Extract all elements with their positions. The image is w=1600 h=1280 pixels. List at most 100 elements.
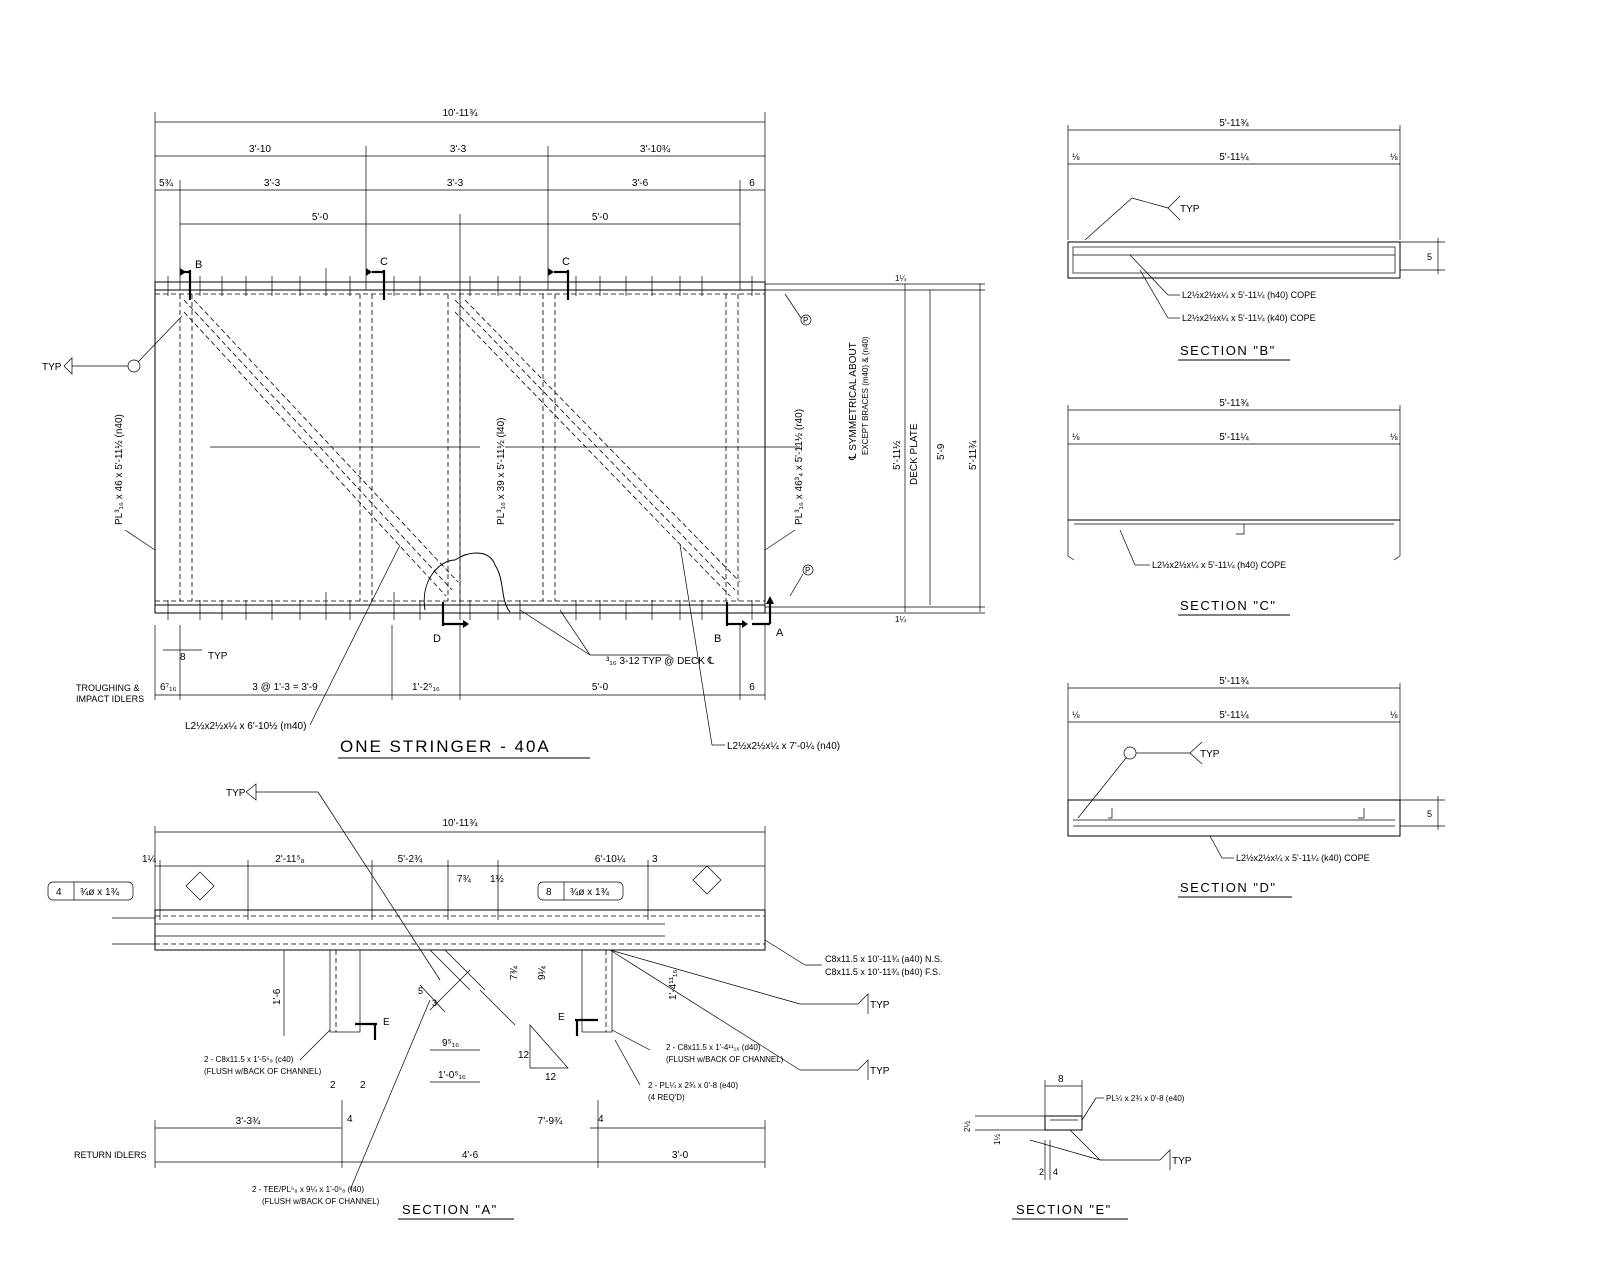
- sa-dim-overall: 10'-11¾: [442, 818, 478, 829]
- sc-dim-r: ⅛: [1390, 432, 1398, 442]
- sa-dim-2115: 2'-11⁵₈: [275, 854, 304, 865]
- sd-title: SECTION "D": [1180, 880, 1277, 895]
- dim-6b: 6: [749, 682, 755, 693]
- sa-title: SECTION "A": [402, 1202, 498, 1217]
- sa-dim-7934: 7'-9¾: [538, 1116, 563, 1127]
- sa-note-plate-e: 2 - PL¼ x 2¾ x 0'-8 (e40): [648, 1081, 738, 1090]
- break-line: [423, 552, 511, 613]
- sa-bolt-right-size: ¾ø x 1¾: [570, 887, 610, 898]
- sa-dim-46: 4'-6: [462, 1150, 479, 1161]
- sa-dim-5: 5: [418, 986, 423, 996]
- cut-b-bottom: B: [714, 633, 721, 645]
- cut-b-top: B: [195, 259, 202, 271]
- sc-note: L2½x2½x¼ x 5'-11¼ (h40) COPE: [1152, 560, 1286, 570]
- sb-title: SECTION "B": [1180, 343, 1276, 358]
- sb-dim-r: ⅛: [1390, 152, 1398, 162]
- deck-plate-label: DECK PLATE: [909, 423, 920, 485]
- sc-dim-inner: 5'-11¼: [1219, 431, 1249, 443]
- se-dim-112: 1½: [993, 1134, 1002, 1145]
- impact-label: IMPACT IDLERS: [76, 694, 144, 704]
- sc-dim-l: ⅛: [1072, 432, 1080, 442]
- dim-36: 3'-6: [632, 178, 649, 189]
- section-cuts: B C C D B A: [180, 256, 784, 645]
- sa-dim-12b: 12: [545, 1072, 557, 1083]
- sc-title: SECTION "C": [1180, 598, 1277, 613]
- dim-33a: 3'-3: [450, 144, 467, 155]
- angle-right-note: L2½x2½x¼ x 7'-0¼ (n40): [727, 740, 840, 752]
- sa-note-tee2: (FLUSH w/BACK OF CHANNEL): [262, 1197, 380, 1206]
- se-dim-212: 2½: [963, 1121, 972, 1132]
- sa-dim-2b: 2: [360, 1080, 366, 1091]
- dim-5115: 5'-11½: [892, 440, 903, 470]
- sb-dim-overall: 5'-11¾: [1219, 118, 1249, 129]
- plate-right-label: PL³₁₆ x 46³₄ x 5'-11½ (r40): [794, 409, 805, 525]
- section-b: 5'-11¾ 5'-11¼ ⅛ ⅛ 5 TYP L2½x2½x¼ x 5'-11…: [1067, 118, 1445, 361]
- main-title: ONE STRINGER - 40A: [340, 737, 551, 756]
- sa-dim-10516: 1'-0⁵₁₆: [438, 1070, 466, 1081]
- sa-note-left-ch: 2 - C8x11.5 x 1'-5⁵₈ (c40): [204, 1055, 294, 1064]
- dim-6716: 6⁷₁₆: [160, 682, 177, 693]
- dim-114b: 1¼: [895, 615, 906, 624]
- sa-hole-diamond-right: [692, 865, 722, 895]
- angle-left-note: L2½x2½x¼ x 6'-10½ (m40): [185, 720, 306, 732]
- dim-8: 8: [180, 652, 186, 663]
- sd-dim-l: ⅛: [1072, 710, 1080, 720]
- section-d: 5'-11¾ 5'-11¼ ⅛ ⅛ 5 TYP L2½x2½x¼ x 5'-11…: [1067, 676, 1445, 898]
- se-title: SECTION "E": [1016, 1202, 1112, 1217]
- sa-e-mark-right: E: [558, 1012, 565, 1023]
- dim-534: 5¾: [159, 178, 174, 189]
- typ-left: TYP: [42, 362, 62, 373]
- sa-bolt-left-size: ¾ø x 1¾: [80, 887, 120, 898]
- p-mark-top: P: [803, 316, 808, 325]
- sb-typ: TYP: [1180, 204, 1200, 215]
- sa-dim-9516: 9⁵₁₆: [442, 1038, 459, 1049]
- sa-hole-diamond-left: [185, 871, 215, 901]
- sd-typ: TYP: [1200, 749, 1220, 760]
- section-e: 8 PL¼ x 2¾ x 0'-8 (e40) TYP 2 4 2½ 1½ SE…: [963, 1074, 1192, 1220]
- se-note: PL¼ x 2¾ x 0'-8 (e40): [1106, 1094, 1185, 1103]
- main-view: 10'-11¾ 3'-10 3'-3 3'-10¾ 5¾ 3'-3 3'-3 3…: [42, 108, 985, 759]
- dim-50c: 5'-0: [592, 682, 609, 693]
- sa-bolt-right-qty: 8: [546, 887, 552, 898]
- sa-note-right-ch: 2 - C8x11.5 x 1'-4¹¹₁₆ (d40): [666, 1043, 761, 1052]
- cut-c2: C: [562, 256, 570, 268]
- sd-dim-5: 5: [1427, 809, 1432, 819]
- sa-typ-right1: TYP: [870, 1000, 890, 1011]
- sa-dim-114: 1¼: [142, 853, 157, 865]
- sa-dim-12a: 12: [518, 1050, 530, 1061]
- sa-dim-6101: 6'-10¼: [595, 853, 626, 865]
- sa-dim-734a: 7¾: [457, 874, 472, 885]
- sa-note-channel2: C8x11.5 x 10'-11¾ (b40) F.S.: [825, 967, 940, 977]
- hole-ticks: [167, 268, 753, 620]
- sa-typ-right2: TYP: [870, 1066, 890, 1077]
- sb-dim-5: 5: [1427, 252, 1432, 262]
- diagonal-braces: [183, 299, 741, 597]
- sa-note-tee: 2 - TEE/PL⁵₈ x 9¼ x 1'-0⁵₈ (f40): [252, 1185, 364, 1194]
- sa-note-right-ch2: (FLUSH w/BACK OF CHANNEL): [666, 1055, 784, 1064]
- sa-dim-16: 1'-6: [272, 988, 283, 1005]
- dim-3at13: 3 @ 1'-3 = 3'-9: [252, 682, 318, 693]
- sd-dim-inner: 5'-11¼: [1219, 709, 1249, 721]
- dim-33c: 3'-3: [447, 178, 464, 189]
- typ-bottom: TYP: [208, 651, 228, 662]
- sd-dim-r: ⅛: [1390, 710, 1398, 720]
- sa-dim-3334: 3'-3¾: [236, 1116, 261, 1127]
- sa-dim-4a: 4: [347, 1114, 353, 1125]
- sb-note-k40: L2½x2½x¼ x 5'-11¼ (k40) COPE: [1182, 313, 1316, 323]
- dim-3103: 3'-10¾: [640, 144, 671, 155]
- sa-dim-914: 9¼: [536, 965, 548, 980]
- dim-50b: 5'-0: [592, 212, 609, 223]
- dim-overall: 10'-11¾: [442, 108, 478, 119]
- se-typ: TYP: [1172, 1156, 1192, 1167]
- sa-dim-4b: 4: [598, 1114, 604, 1125]
- sa-dim-3: 3: [652, 854, 658, 865]
- sa-typ-top: TYP: [226, 788, 246, 799]
- sa-dim-3b: 3: [432, 998, 437, 1008]
- sb-note-h40: L2½x2½x¼ x 5'-11¼ (h40) COPE: [1182, 290, 1316, 300]
- sa-note-channel1: C8x11.5 x 10'-11¾ (a40) N.S.: [825, 954, 942, 964]
- dim-59: 5'-9: [936, 443, 947, 460]
- sb-dim-l: ⅛: [1072, 152, 1080, 162]
- cut-a: A: [776, 627, 784, 639]
- section-c: 5'-11¾ 5'-11¼ ⅛ ⅛ L2½x2½x¼ x 5'-11¼ (h40…: [1067, 398, 1401, 616]
